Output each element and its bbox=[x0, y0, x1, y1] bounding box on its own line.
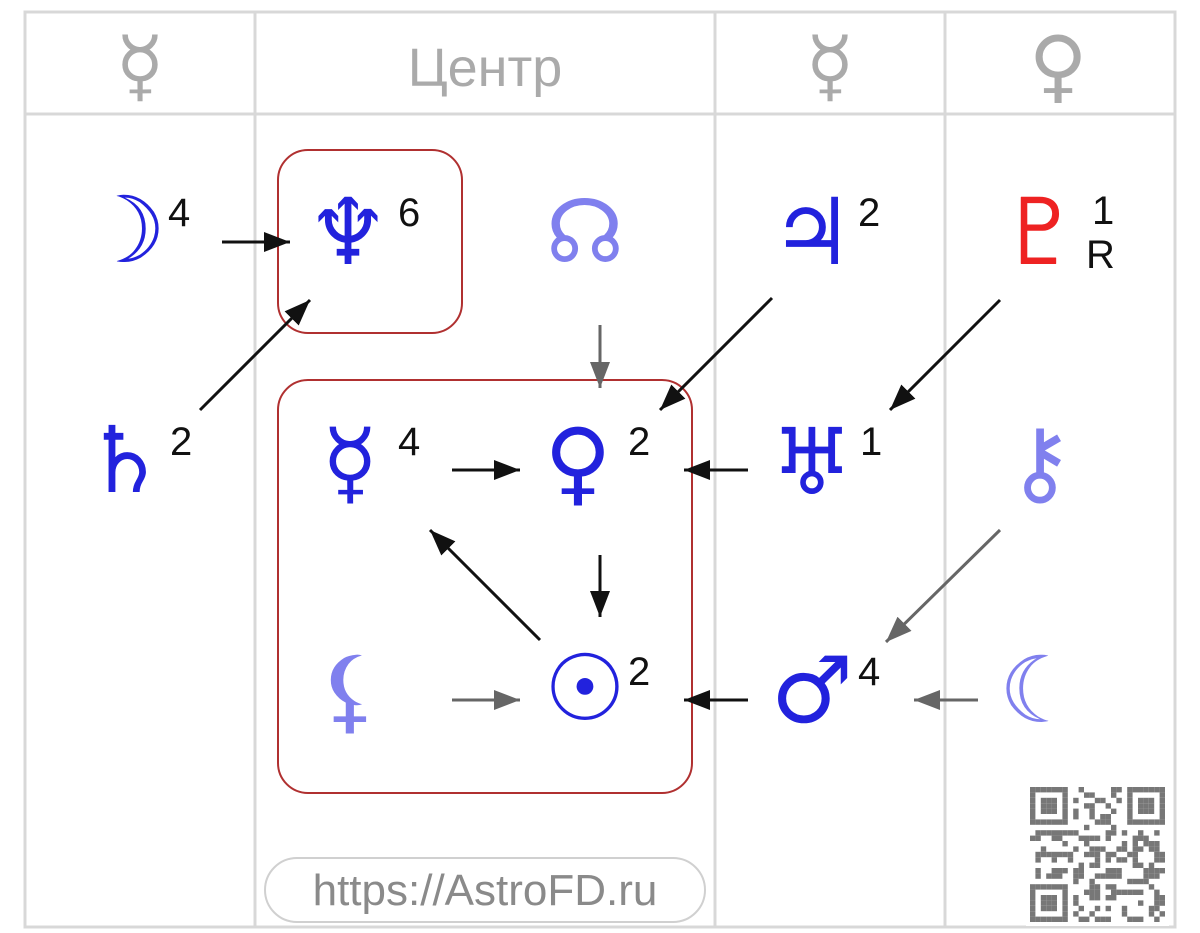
planet-jupiter: ♃ 2 bbox=[771, 179, 880, 286]
venus-count: 2 bbox=[628, 420, 650, 464]
arrow-chiron-mars bbox=[884, 528, 1002, 644]
header-mercury-icon: ☿ bbox=[115, 19, 164, 112]
header-center-label: Центр bbox=[408, 38, 563, 98]
qr-code-icon bbox=[1026, 783, 1169, 926]
planet-selena: ☾ bbox=[999, 637, 1081, 744]
grid bbox=[23, 10, 1177, 929]
pluto-retro: R bbox=[1086, 233, 1115, 277]
sun-icon: ☉ bbox=[544, 635, 626, 742]
mercury-count: 4 bbox=[398, 420, 420, 464]
north-node-icon: ☊ bbox=[546, 180, 624, 283]
site-link[interactable]: https://AstroFD.ru bbox=[264, 857, 706, 923]
arrows bbox=[198, 232, 1002, 710]
planet-north-node: ☊ bbox=[546, 180, 624, 283]
saturn-count: 2 bbox=[170, 420, 192, 464]
header-mercury-icon: ☿ bbox=[805, 19, 854, 112]
arrow-pluto-uranus bbox=[888, 298, 1002, 412]
pluto-icon: ♇ bbox=[999, 179, 1081, 286]
moon-icon: ☽ bbox=[84, 177, 166, 284]
mars-count: 4 bbox=[858, 650, 880, 694]
mercury-icon: ☿ bbox=[322, 409, 378, 516]
uranus-icon: ♅ bbox=[771, 409, 853, 516]
arrow-saturn-neptune bbox=[198, 298, 312, 412]
venus-icon: ♀ bbox=[544, 409, 611, 516]
grid-border bbox=[23, 10, 1177, 929]
planet-lilith: ⚸ bbox=[316, 637, 383, 744]
planet-pluto: ♇ 1 R bbox=[999, 179, 1115, 286]
saturn-icon: ♄ bbox=[84, 407, 166, 514]
selena-icon: ☾ bbox=[999, 637, 1081, 744]
planet-mercury: ☿ 4 bbox=[322, 409, 420, 516]
planet-saturn: ♄ 2 bbox=[84, 407, 192, 514]
planet-moon: ☽ 4 bbox=[84, 177, 190, 284]
header-venus-icon: ♀ bbox=[1029, 19, 1088, 112]
neptune-count: 6 bbox=[398, 191, 420, 235]
site-link-pill bbox=[264, 857, 706, 923]
moon-count: 4 bbox=[168, 191, 190, 235]
arrow-sun-mercury bbox=[428, 528, 542, 642]
jupiter-count: 2 bbox=[858, 191, 880, 235]
planet-chiron: ⚷ bbox=[1006, 409, 1073, 516]
planet-uranus: ♅ 1 bbox=[771, 409, 882, 516]
header-row: ☿ Центр ☿ ♀ bbox=[115, 19, 1087, 112]
uranus-count: 1 bbox=[860, 420, 882, 464]
planet-venus: ♀ 2 bbox=[544, 409, 650, 516]
site-url[interactable]: https://AstroFD.ru bbox=[313, 866, 658, 915]
planet-neptune: ♆ 6 bbox=[307, 179, 420, 286]
neptune-icon: ♆ bbox=[307, 179, 389, 286]
lilith-icon: ⚸ bbox=[316, 637, 383, 744]
planet-sun: ☉ 2 bbox=[544, 635, 650, 742]
planet-mars: ♂ 4 bbox=[771, 637, 880, 744]
chiron-icon: ⚷ bbox=[1006, 409, 1073, 516]
sun-count: 2 bbox=[628, 650, 650, 694]
pluto-count: 1 bbox=[1092, 189, 1114, 233]
jupiter-icon: ♃ bbox=[771, 179, 853, 286]
center-group-frame bbox=[277, 379, 693, 794]
mars-icon: ♂ bbox=[771, 637, 853, 744]
arrow-jupiter-venus bbox=[658, 296, 774, 412]
